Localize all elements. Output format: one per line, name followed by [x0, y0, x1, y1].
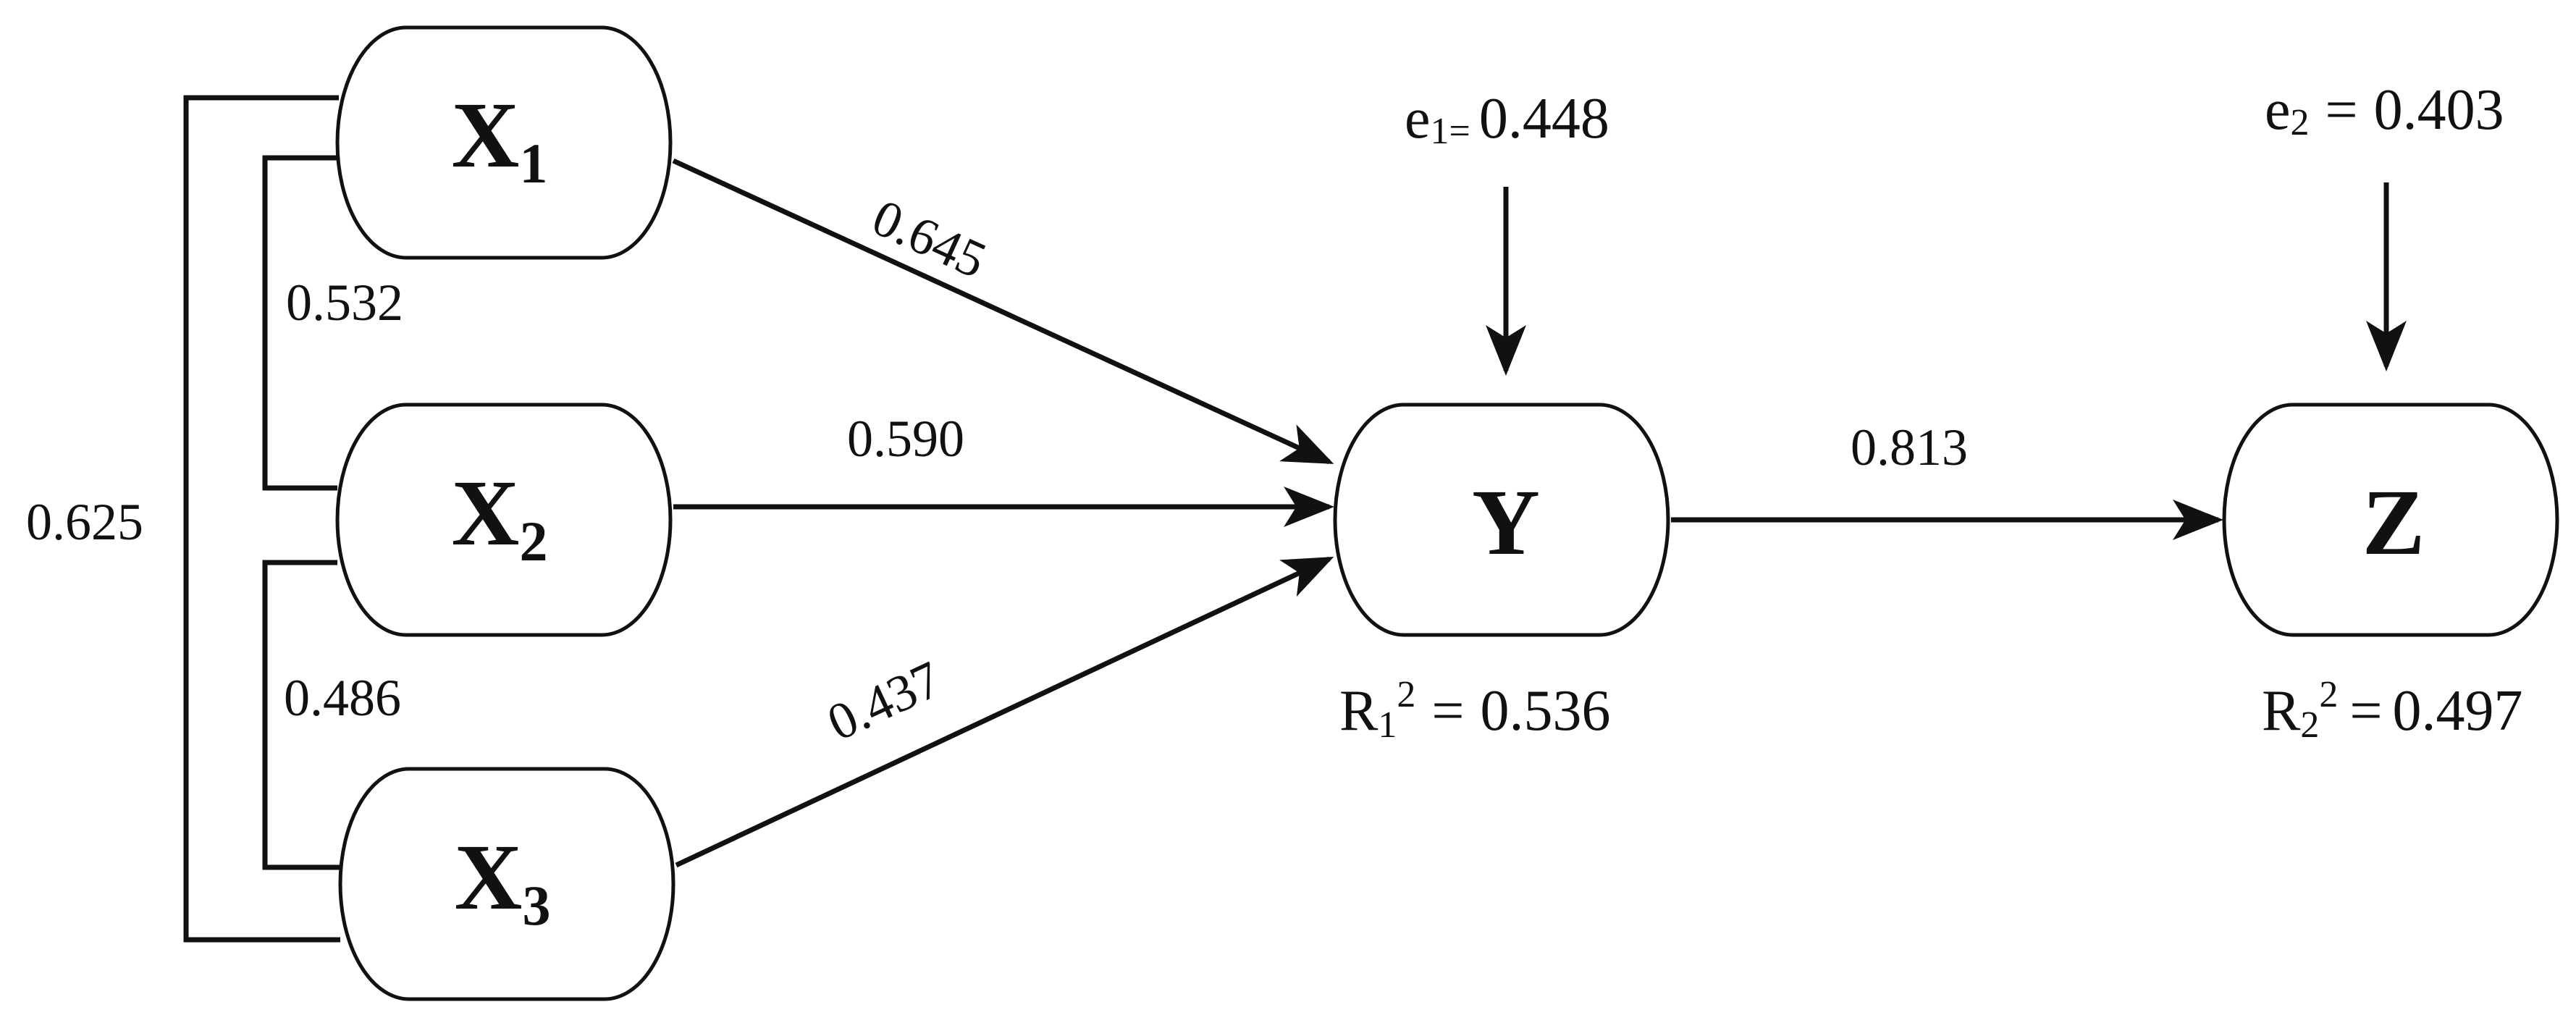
node-x1-label: X1: [452, 83, 548, 195]
path-label-x3-y: 0.437: [819, 650, 950, 752]
path-arrow-x1-y: [672, 158, 1334, 465]
correlation-line-x2-x3: [262, 560, 340, 870]
r-squared-label-z: R22=0.497: [2262, 674, 2522, 746]
correlation-label-x2-x3: 0.486: [284, 669, 401, 727]
node-z: [2222, 403, 2559, 637]
node-x2: [335, 403, 673, 637]
correlation-line-x1-x3: [183, 95, 340, 943]
node-y: [1333, 403, 1670, 637]
node-y-label: Y: [1472, 471, 1540, 575]
node-x1: [335, 25, 673, 260]
correlation-line-x1-x2: [262, 155, 339, 491]
error-label-e1: e1=0.448: [1405, 87, 1609, 152]
node-x2-label: X2: [452, 461, 548, 573]
path-label-x2-y: 0.590: [847, 410, 964, 468]
node-z-label: Z: [2362, 471, 2425, 575]
correlation-label-x1-x2: 0.532: [286, 274, 403, 332]
path-arrow-x3-y: [675, 556, 1334, 868]
node-x3: [338, 767, 675, 1001]
error-label-e2: e2=0.403: [2265, 78, 2504, 143]
node-x3-label: X3: [455, 825, 551, 937]
correlation-label-x1-x3: 0.625: [26, 493, 143, 551]
path-label-x1-y: 0.645: [864, 188, 995, 290]
path-label-y-z: 0.813: [1851, 418, 1968, 476]
r-squared-label-y: R12=0.536: [1339, 674, 1610, 746]
